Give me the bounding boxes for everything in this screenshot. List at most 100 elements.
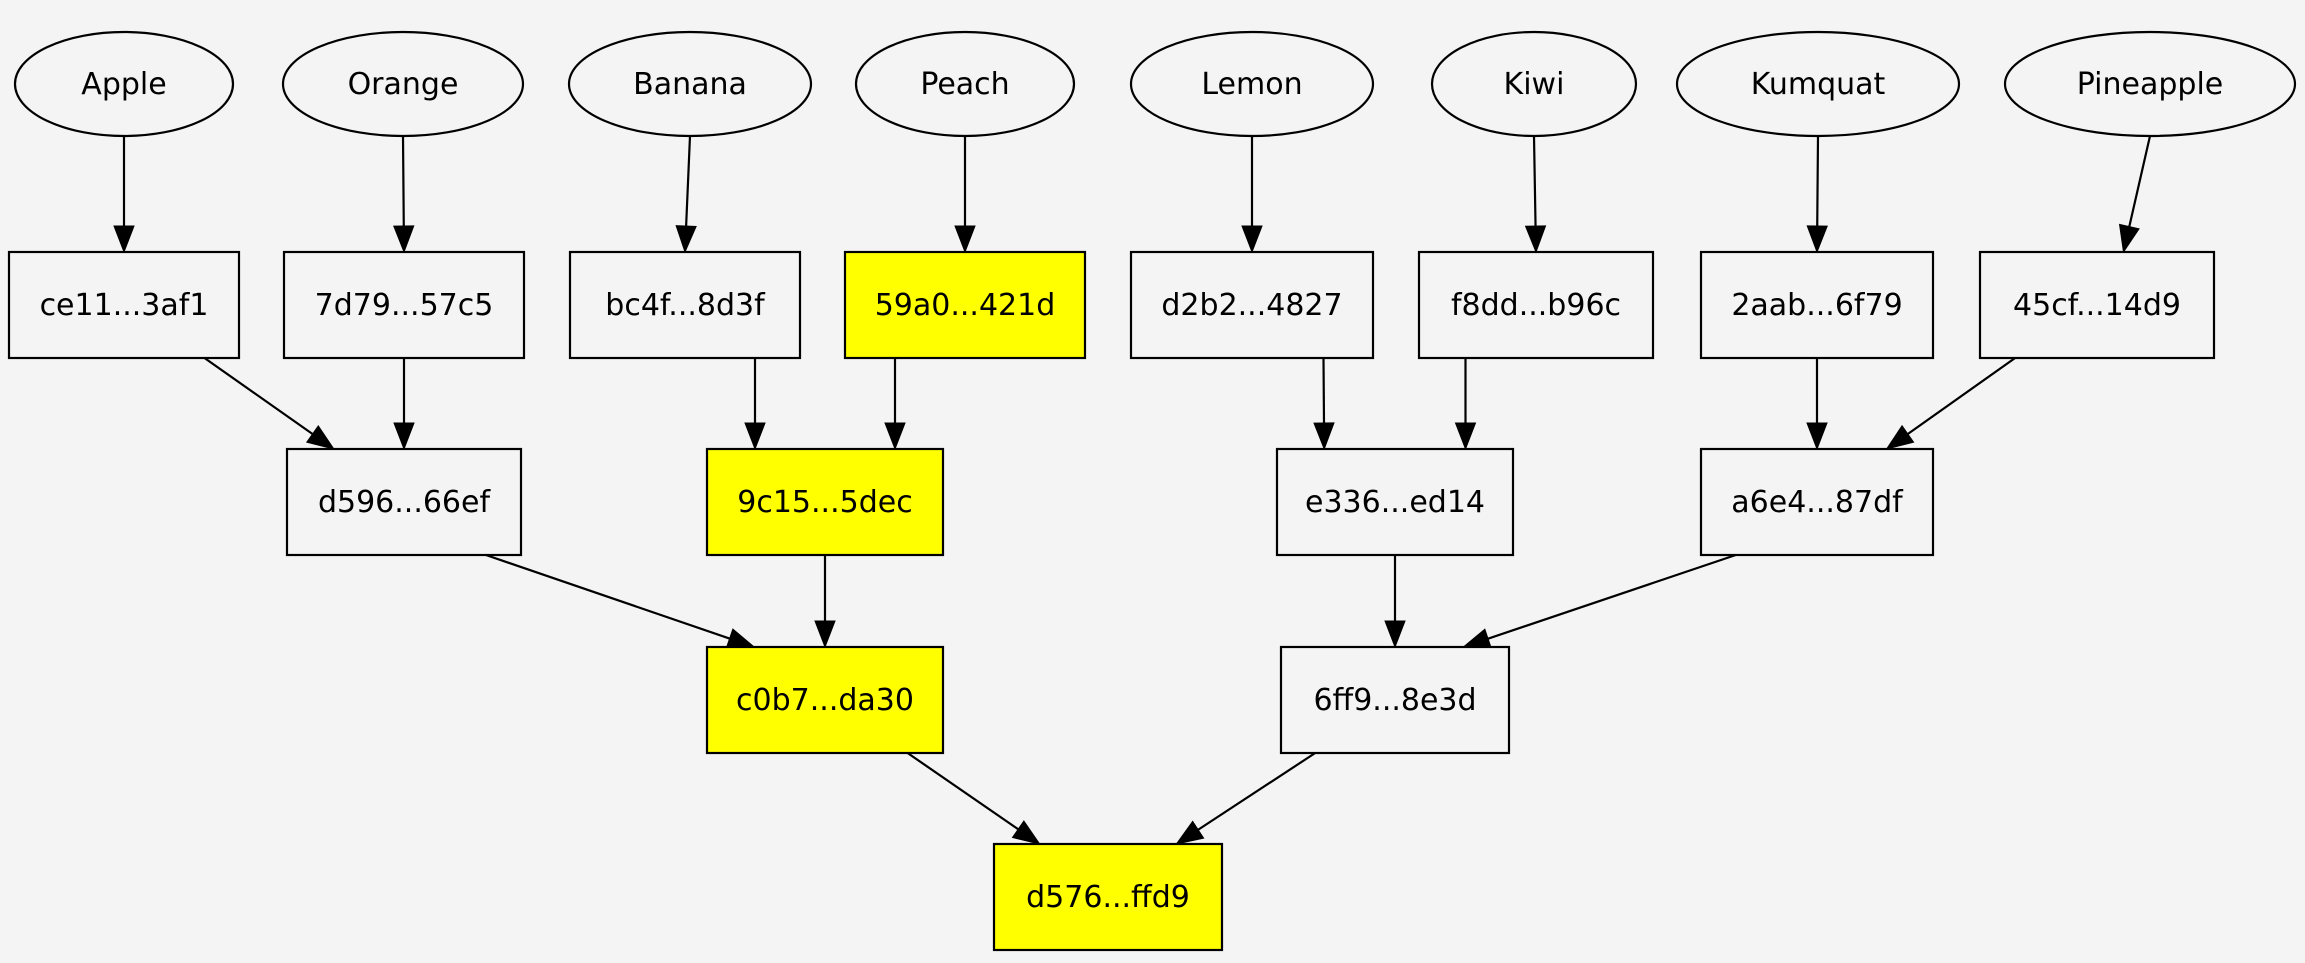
edge-line [1197, 752, 1316, 831]
node-pineapple: Pineapple [2003, 30, 2297, 138]
edge-h-kumquat-to-h-kp [1806, 358, 1828, 451]
node-label: 7d79...57c5 [315, 288, 494, 323]
edge-h-orange-to-h-ao [393, 358, 415, 451]
arrowhead [1806, 422, 1828, 451]
node-h-orange: 7d79...57c5 [282, 250, 526, 360]
edge-line [1487, 553, 1737, 640]
edge-line [1322, 357, 1326, 424]
node-label: f8dd...b96c [1451, 288, 1621, 323]
node-h-lk: e336...ed14 [1275, 447, 1515, 557]
edge-line [1816, 135, 1820, 227]
node-h-kumquat: 2aab...6f79 [1699, 250, 1935, 360]
node-label: d576...ffd9 [1026, 880, 1190, 915]
node-label: 9c15...5dec [737, 485, 912, 520]
node-h-peach: 59a0...421d [843, 250, 1087, 360]
node-peach: Peach [854, 30, 1076, 138]
node-label: c0b7...da30 [736, 683, 914, 718]
node-label: 45cf...14d9 [2013, 288, 2181, 323]
ellipse-shape [1129, 30, 1375, 138]
node-label: a6e4...87df [1731, 485, 1904, 520]
edge-pineapple-to-h-pineapple [2118, 135, 2152, 254]
edge-line [485, 553, 730, 640]
edge-apple-to-h-apple [113, 136, 135, 254]
box-shape [282, 250, 526, 360]
arrowhead [1011, 820, 1041, 845]
box-shape [1275, 447, 1515, 557]
box-shape [7, 250, 241, 360]
edge-line [203, 357, 314, 435]
edge-banana-to-h-banana [675, 135, 697, 254]
edge-line [1532, 135, 1537, 227]
node-h-apple: ce11...3af1 [7, 250, 241, 360]
ellipse-shape [1675, 30, 1961, 138]
arrowhead [1175, 820, 1205, 845]
arrowhead [675, 225, 697, 254]
edge-line [906, 752, 1019, 831]
node-label: Peach [920, 67, 1009, 102]
arrowhead [1885, 424, 1915, 450]
box-shape [1417, 250, 1655, 360]
arrowhead [744, 422, 766, 451]
edge-line [685, 135, 692, 227]
node-h-lkkp: 6ff9...8e3d [1279, 645, 1511, 755]
edge-h-aobp-to-h-root [906, 752, 1041, 845]
edge-h-lk-to-h-lkkp [1384, 555, 1406, 649]
node-orange: Orange [281, 30, 525, 138]
box-shape [1699, 447, 1935, 557]
ellipse-shape [13, 30, 235, 138]
ellipse-shape [567, 30, 813, 138]
node-label: 59a0...421d [875, 288, 1056, 323]
edge-lemon-to-h-lemon [1241, 136, 1263, 254]
node-label: d2b2...4827 [1161, 288, 1342, 323]
arrowhead [1806, 225, 1828, 254]
box-shape [1129, 250, 1375, 360]
edge-h-pineapple-to-h-kp [1885, 357, 2016, 450]
box-shape [1699, 250, 1935, 360]
node-kiwi: Kiwi [1430, 30, 1638, 138]
node-label: Pineapple [2077, 67, 2224, 102]
node-label: ce11...3af1 [40, 288, 209, 323]
edge-kumquat-to-h-kumquat [1806, 135, 1828, 254]
highlighted-box-shape [843, 250, 1087, 360]
highlighted-box-shape [705, 645, 945, 755]
edge-h-kiwi-to-h-lk [1454, 358, 1477, 451]
node-label: Kiwi [1504, 67, 1565, 102]
node-label: Orange [348, 67, 459, 102]
box-shape [568, 250, 802, 360]
node-h-banana: bc4f...8d3f [568, 250, 802, 360]
node-label: d596...66ef [318, 485, 492, 520]
arrowhead [393, 225, 415, 254]
node-h-aobp: c0b7...da30 [705, 645, 945, 755]
node-label: Apple [81, 67, 166, 102]
box-shape [1279, 645, 1511, 755]
edge-h-lkkp-to-h-root [1175, 752, 1316, 845]
ellipse-shape [2003, 30, 2297, 138]
arrowhead [1313, 422, 1335, 451]
arrowhead [1524, 225, 1547, 254]
ellipse-shape [854, 30, 1076, 138]
arrowhead [113, 225, 135, 254]
arrowhead [1384, 620, 1406, 649]
box-shape [285, 447, 523, 557]
node-kumquat: Kumquat [1675, 30, 1961, 138]
edge-line [2128, 135, 2152, 227]
arrowhead [884, 422, 906, 451]
edge-line [401, 135, 405, 227]
arrowhead [305, 424, 335, 450]
edge-line [1907, 357, 2016, 435]
edge-kiwi-to-h-kiwi [1524, 135, 1547, 254]
node-h-lemon: d2b2...4827 [1129, 250, 1375, 360]
ellipse-shape [281, 30, 525, 138]
node-label: 6ff9...8e3d [1313, 683, 1476, 718]
arrowhead [393, 422, 415, 451]
edge-h-peach-to-h-bp [884, 358, 906, 451]
arrowhead [1454, 422, 1477, 451]
edge-peach-to-h-peach [954, 136, 976, 254]
node-label: bc4f...8d3f [605, 288, 766, 323]
arrowhead [814, 620, 836, 649]
node-h-kp: a6e4...87df [1699, 447, 1935, 557]
node-label: Banana [633, 67, 747, 102]
arrowhead [1241, 225, 1263, 254]
node-h-bp: 9c15...5dec [705, 447, 945, 557]
